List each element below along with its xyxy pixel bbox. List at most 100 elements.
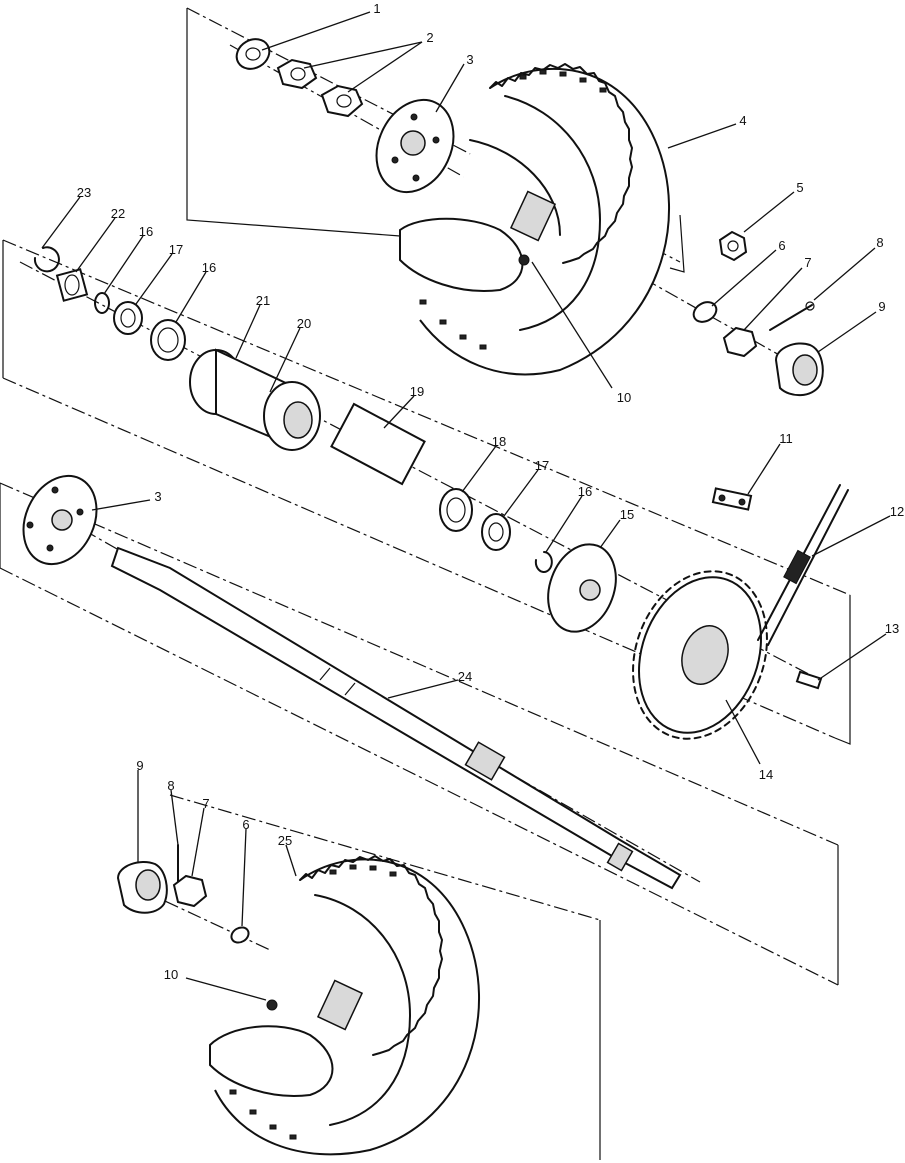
tread-block <box>459 334 467 340</box>
bearing-18-inner <box>446 497 466 523</box>
seal-17a <box>113 301 143 335</box>
tread-block <box>249 1109 257 1115</box>
leader-12 <box>811 515 891 557</box>
leader-6-lower <box>241 828 247 927</box>
nut-2a <box>276 58 318 90</box>
rim-4 <box>469 139 561 236</box>
callout-numbers: 1234567891011121314151616161717181920212… <box>77 1 904 982</box>
callout-c16b: 16 <box>202 260 216 275</box>
snap-ring-16c <box>534 551 553 573</box>
cotter-pin-8-upper <box>769 304 813 331</box>
hub-3-upper-stud <box>410 113 418 121</box>
leader-17a <box>135 253 173 305</box>
seal-22 <box>55 268 89 302</box>
master-link-11 <box>711 487 753 511</box>
cap-9-lower-face <box>135 869 161 901</box>
leader-16c <box>545 495 583 553</box>
tire-4-sidewall <box>504 95 601 331</box>
callout-c11: 11 <box>779 431 793 446</box>
rim-25-hub <box>316 979 364 1031</box>
callout-c16c: 16 <box>578 484 592 499</box>
castle-nut-7-lower <box>172 874 208 908</box>
nut-2b <box>320 84 364 118</box>
washer-1 <box>235 38 271 70</box>
callout-c18: 18 <box>492 434 506 449</box>
hub-boundary-top <box>2 239 851 596</box>
hub-3-upper-bore <box>400 130 426 156</box>
leader-lines <box>41 11 891 1001</box>
callout-c10a: 10 <box>617 390 631 405</box>
rim-4-hub <box>509 190 557 242</box>
chain-12-links <box>783 549 811 585</box>
axle-assembly <box>22 474 682 890</box>
snap-ring-23 <box>33 246 60 273</box>
callout-c4: 4 <box>739 113 746 128</box>
bearing-18 <box>439 488 473 532</box>
tread-block <box>329 869 337 875</box>
bearing-16b <box>150 319 186 361</box>
tire-4-tread <box>489 63 633 264</box>
tread-block <box>269 1124 277 1130</box>
tread-block <box>579 77 587 83</box>
hub-3-lower-stud <box>76 508 84 516</box>
hub-boundary-right <box>834 595 851 745</box>
tread-block <box>599 87 607 93</box>
seal-17b-bore <box>488 522 504 542</box>
leader-2b <box>347 41 423 93</box>
master-link-11-pin <box>718 494 726 502</box>
callout-c9a: 9 <box>878 299 885 314</box>
callout-c23: 23 <box>77 185 91 200</box>
tread-block <box>539 69 547 75</box>
callout-c6b: 6 <box>242 817 249 832</box>
leader-4 <box>667 123 737 149</box>
callout-c10b: 10 <box>164 967 178 982</box>
bearing-carrier-assembly <box>33 246 849 740</box>
washer-6-lower <box>230 926 250 944</box>
axle-24-collar <box>606 842 634 872</box>
callout-c3a: 3 <box>466 52 473 67</box>
leader-11 <box>747 443 781 495</box>
hub-3-upper-stud <box>412 174 420 182</box>
tread-block <box>369 865 377 871</box>
leader-15 <box>599 519 621 549</box>
leader-18 <box>461 445 497 493</box>
callout-c19: 19 <box>410 384 424 399</box>
callout-c21: 21 <box>256 293 270 308</box>
axle-24 <box>110 546 682 890</box>
callout-c25: 25 <box>278 833 292 848</box>
callout-c9b: 9 <box>136 758 143 773</box>
leader-22 <box>75 217 116 273</box>
axle-24-threads <box>464 741 506 781</box>
callout-c7a: 7 <box>804 255 811 270</box>
axle-24-step <box>319 667 331 681</box>
callout-c6a: 6 <box>778 238 785 253</box>
callout-c13: 13 <box>885 621 899 636</box>
sprocket-14-center <box>681 625 729 685</box>
callout-c24: 24 <box>458 669 472 684</box>
leader-10-upper <box>531 261 613 389</box>
carrier-20-bore <box>283 401 313 439</box>
upper-wheel-boundary <box>186 8 401 237</box>
tread-block <box>559 71 567 77</box>
callout-c17a: 17 <box>169 242 183 257</box>
tread-block <box>229 1089 237 1095</box>
leader-8-lower <box>170 789 179 846</box>
callout-c20: 20 <box>297 316 311 331</box>
leader-5 <box>743 191 795 233</box>
axle-24-step <box>344 682 356 696</box>
master-link-11-pin <box>738 498 746 506</box>
nut-2b-hole <box>336 94 352 108</box>
valve-stem-10 <box>518 254 530 266</box>
leader-7-lower <box>191 807 205 877</box>
tire-25-sidewall <box>314 894 411 1126</box>
tread-block <box>349 864 357 870</box>
callout-c7b: 7 <box>202 796 209 811</box>
tire-25-tread-blocks <box>229 864 397 1140</box>
valve-stem-10-lower <box>266 999 278 1011</box>
hub-3-upper-stud <box>391 156 399 164</box>
callout-c8b: 8 <box>167 778 174 793</box>
tread-block <box>419 299 427 305</box>
callout-c17b: 17 <box>535 458 549 473</box>
chain-12 <box>757 484 849 646</box>
